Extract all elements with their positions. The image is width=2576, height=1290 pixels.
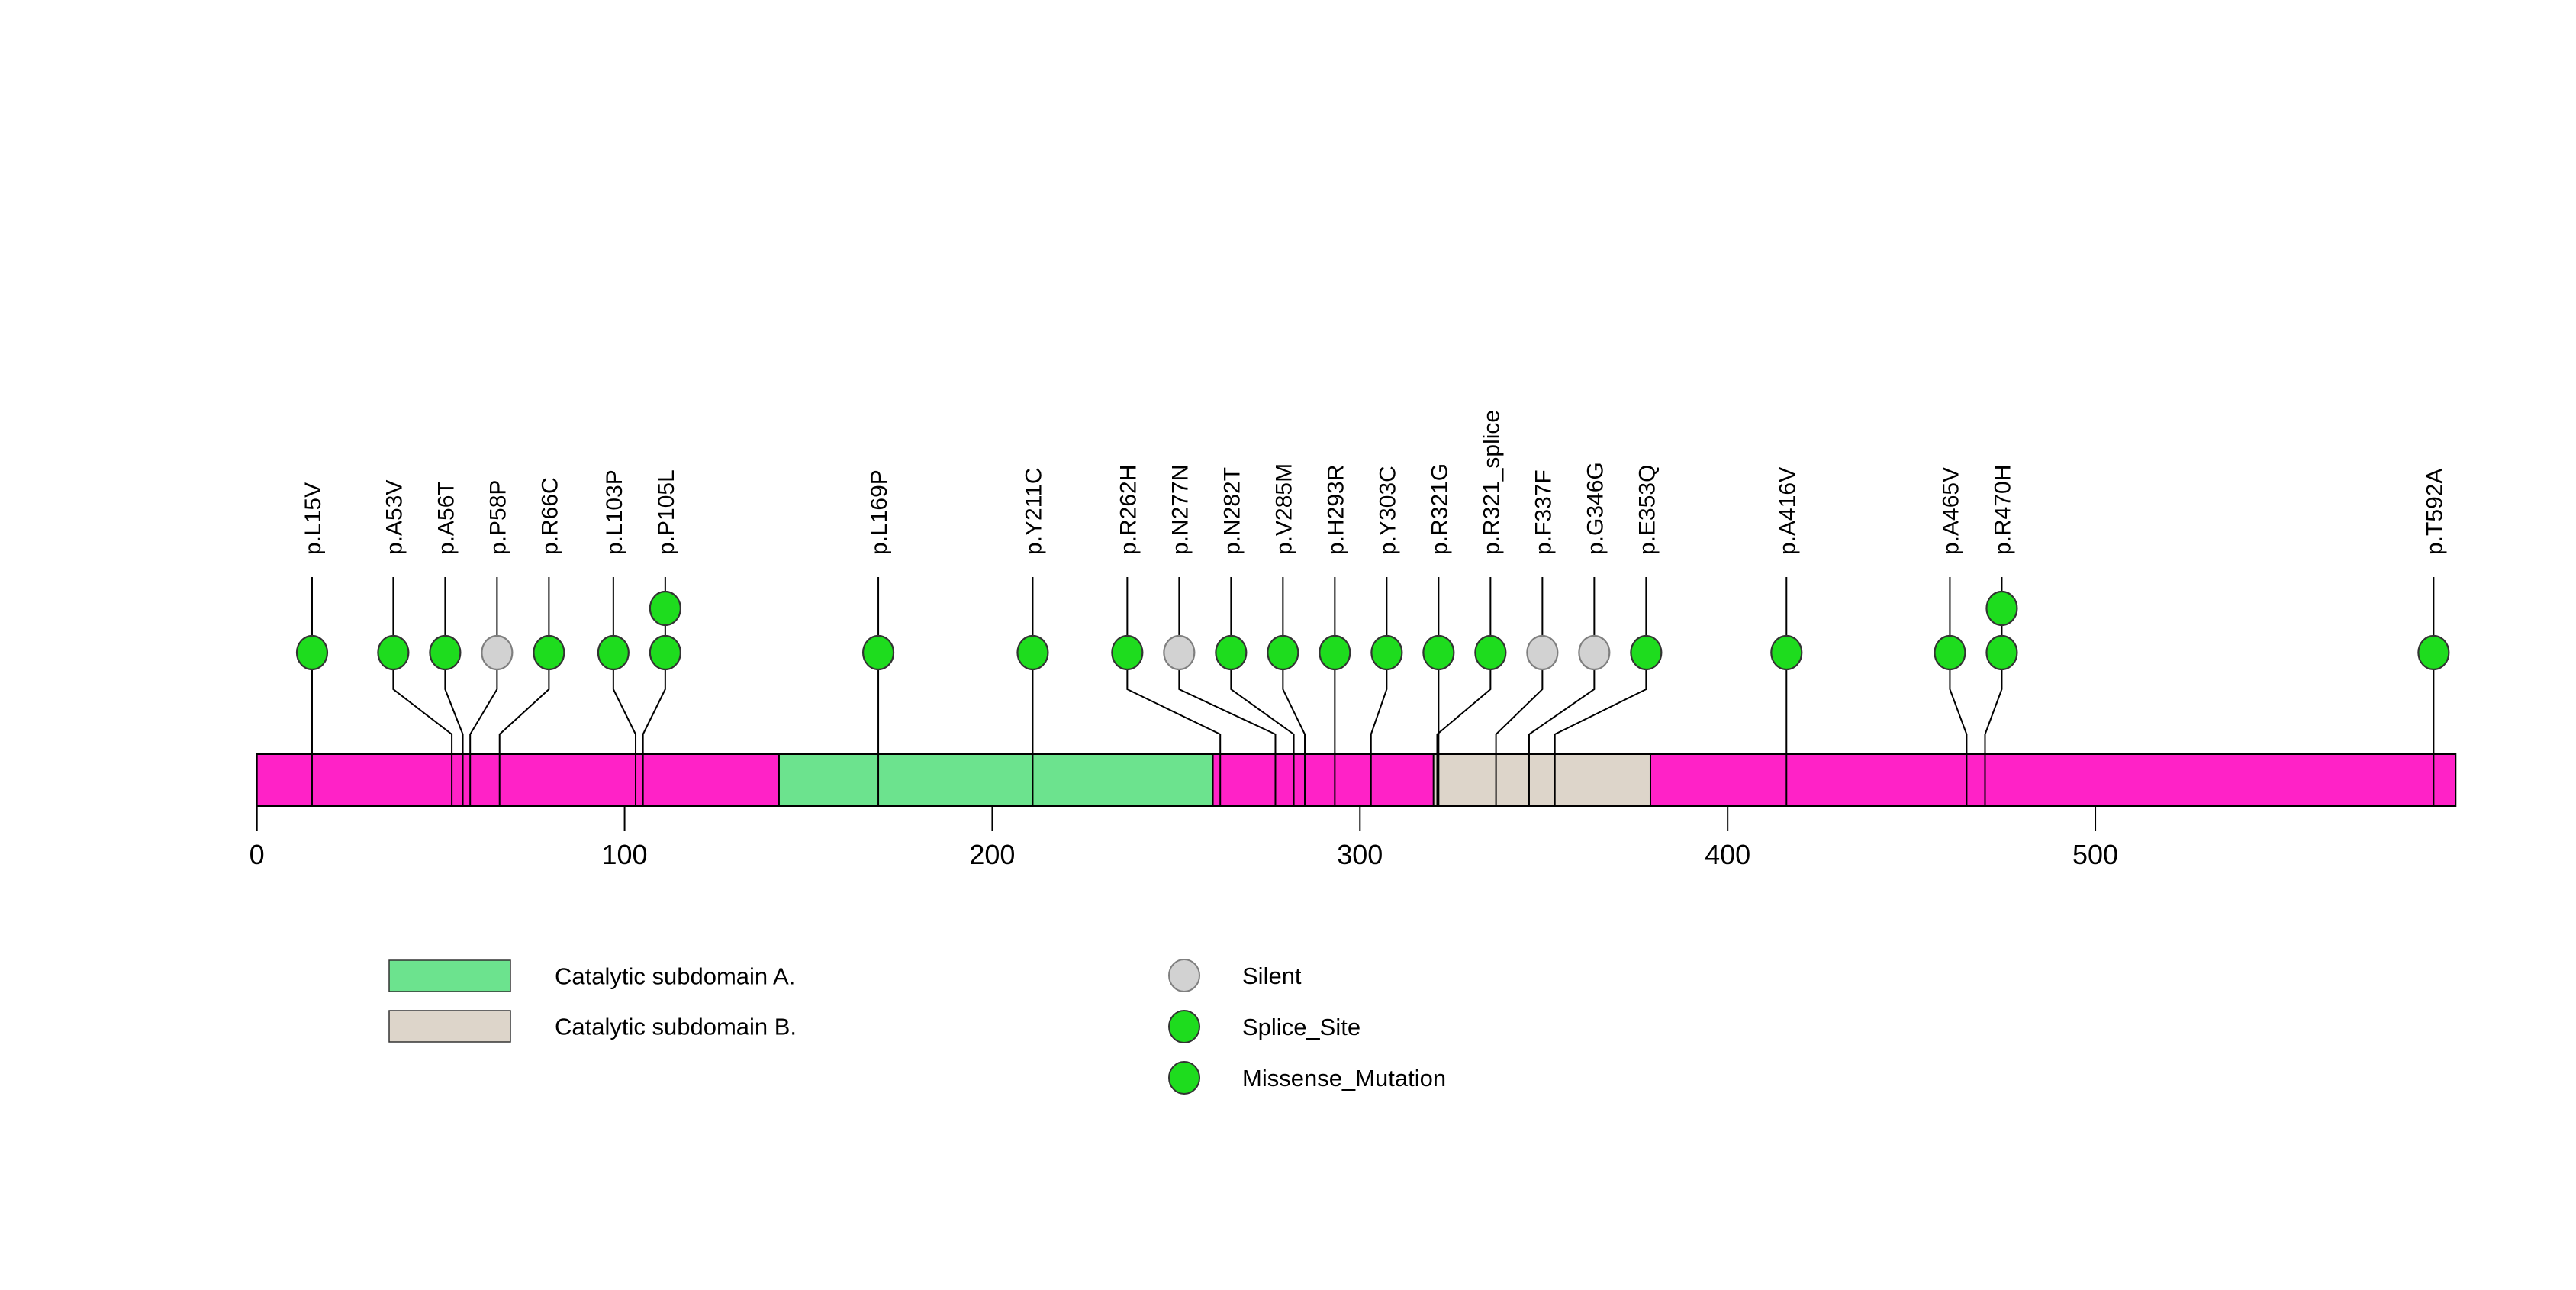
lollipop-head-p.V285M [1267, 634, 1299, 671]
mutation-label-p.N277N: p.N277N [1167, 465, 1193, 555]
legend-label-domain-a: Catalytic subdomain A. [555, 963, 795, 990]
axis-tick-label-0: 0 [250, 839, 265, 870]
mutation-label-p.N282T: p.N282T [1219, 467, 1245, 555]
lollipop-head-p.R66C [533, 634, 565, 671]
lollipop-stick-p.G346G [1528, 577, 1596, 806]
legend-swatch-domain-b [388, 1010, 511, 1043]
legend-marker-splice_site [1168, 1010, 1200, 1043]
lollipop-head-p.P58P [481, 634, 514, 671]
lollipop-stick-p.F337F [1495, 577, 1544, 806]
axis-tick-label-100: 100 [602, 839, 648, 870]
legend-marker-missense_mutation [1168, 1061, 1200, 1095]
mutation-label-p.A416V: p.A416V [1775, 467, 1800, 555]
mutation-label-p.Y303C: p.Y303C [1375, 466, 1400, 555]
lollipop-head-p.P105L-2 [649, 590, 681, 627]
lollipop-stick-p.A53V [392, 577, 453, 806]
lollipop-head-p.R470H [1985, 634, 2018, 671]
axis-tick-label-500: 500 [2072, 839, 2118, 870]
lollipop-stick-p.R262H [1126, 577, 1222, 806]
lollipop-head-p.H293R [1319, 634, 1351, 671]
domain-rect-a [778, 753, 1214, 807]
lollipop-stick-p.N277N [1178, 577, 1277, 806]
mutation-label-p.E353Q: p.E353Q [1634, 465, 1660, 555]
lollipop-head-p.A56T [429, 634, 462, 671]
lollipop-stick-p.E353Q [1554, 577, 1647, 806]
lollipop-head-p.L169P [861, 634, 895, 671]
lollipop-head-p.R470H-2 [1985, 590, 2018, 627]
lollipop-stick-p.P105L [642, 577, 666, 806]
lollipop-head-p.N277N [1163, 634, 1196, 671]
mutation-label-p.P105L: p.P105L [654, 469, 679, 555]
lollipop-stick-p.V285M [1282, 577, 1306, 806]
domain-rect-b [1432, 753, 1651, 807]
lollipop-head-p.L15V [295, 634, 329, 671]
legend-label-domain-b: Catalytic subdomain B. [555, 1014, 797, 1040]
lollipop-head-p.R321_splice [1474, 634, 1507, 671]
axis-tick-label-300: 300 [1337, 839, 1383, 870]
lollipop-head-p.E353Q [1630, 634, 1663, 671]
mutation-label-p.P58P: p.P58P [485, 480, 510, 555]
lollipop-stick-p.P58P [469, 577, 498, 806]
lollipop-head-p.R321G [1422, 634, 1455, 671]
lollipop-stick-p.A465V [1949, 577, 1968, 806]
lollipop-head-p.F337F [1526, 634, 1559, 671]
mutation-label-p.F337F: p.F337F [1531, 469, 1556, 555]
lollipop-head-p.A416V [1770, 634, 1803, 671]
lollipop-head-p.L103P [597, 634, 630, 671]
mutation-label-p.G346G: p.G346G [1583, 462, 1608, 555]
axis-tick-label-200: 200 [969, 839, 1015, 870]
lollipop-head-p.Y303C [1370, 634, 1403, 671]
mutation-label-p.L15V: p.L15V [301, 482, 326, 555]
lollipop-head-p.G346G [1578, 634, 1611, 671]
mutation-label-p.R262H: p.R262H [1116, 465, 1141, 555]
lollipop-head-p.R262H [1111, 634, 1144, 671]
mutation-label-p.R470H: p.R470H [1990, 465, 2015, 555]
mutation-label-p.A53V: p.A53V [382, 480, 407, 555]
lollipop-stick-p.A56T [444, 577, 464, 806]
mutation-label-p.A465V: p.A465V [1938, 467, 1963, 555]
protein-backbone [256, 753, 2457, 807]
legend-marker-silent [1168, 959, 1200, 992]
mutation-label-p.A56T: p.A56T [433, 481, 459, 555]
lollipop-head-p.N282T [1215, 634, 1248, 671]
mutation-label-p.R66C: p.R66C [537, 477, 562, 555]
lollipop-head-p.A465V [1934, 634, 1966, 671]
lollipop-head-p.P105L [649, 634, 681, 671]
legend-label-missense_mutation: Missense_Mutation [1242, 1065, 1446, 1092]
lollipop-head-p.A53V [377, 634, 410, 671]
mutation-label-p.R321_splice: p.R321_splice [1479, 410, 1504, 555]
lollipop-stick-p.Y303C [1370, 577, 1388, 806]
axis-tick-label-400: 400 [1705, 839, 1750, 870]
mutation-label-p.Y211C: p.Y211C [1021, 467, 1046, 555]
legend-label-silent: Silent [1242, 963, 1302, 989]
lollipop-stick-p.R66C [498, 577, 550, 806]
mutation-label-p.V285M: p.V285M [1271, 463, 1296, 555]
mutation-label-p.L169P: p.L169P [867, 469, 892, 555]
lollipop-stick-p.L103P [612, 577, 637, 806]
lollipop-stick-p.N282T [1230, 577, 1295, 806]
lollipop-stick-p.R470H [1984, 577, 2003, 806]
lollipop-head-p.Y211C [1016, 634, 1049, 671]
legend-swatch-domain-a [388, 959, 511, 992]
lollipop-stick-p.R321_splice [1436, 577, 1492, 806]
mutation-label-p.L103P: p.L103P [602, 469, 627, 555]
mutation-label-p.T592A: p.T592A [2422, 469, 2447, 555]
legend-label-splice_site: Splice_Site [1242, 1014, 1360, 1040]
mutation-label-p.R321G: p.R321G [1427, 463, 1452, 555]
lollipop-head-p.T592A [2417, 634, 2450, 671]
mutation-label-p.H293R: p.H293R [1323, 465, 1348, 555]
